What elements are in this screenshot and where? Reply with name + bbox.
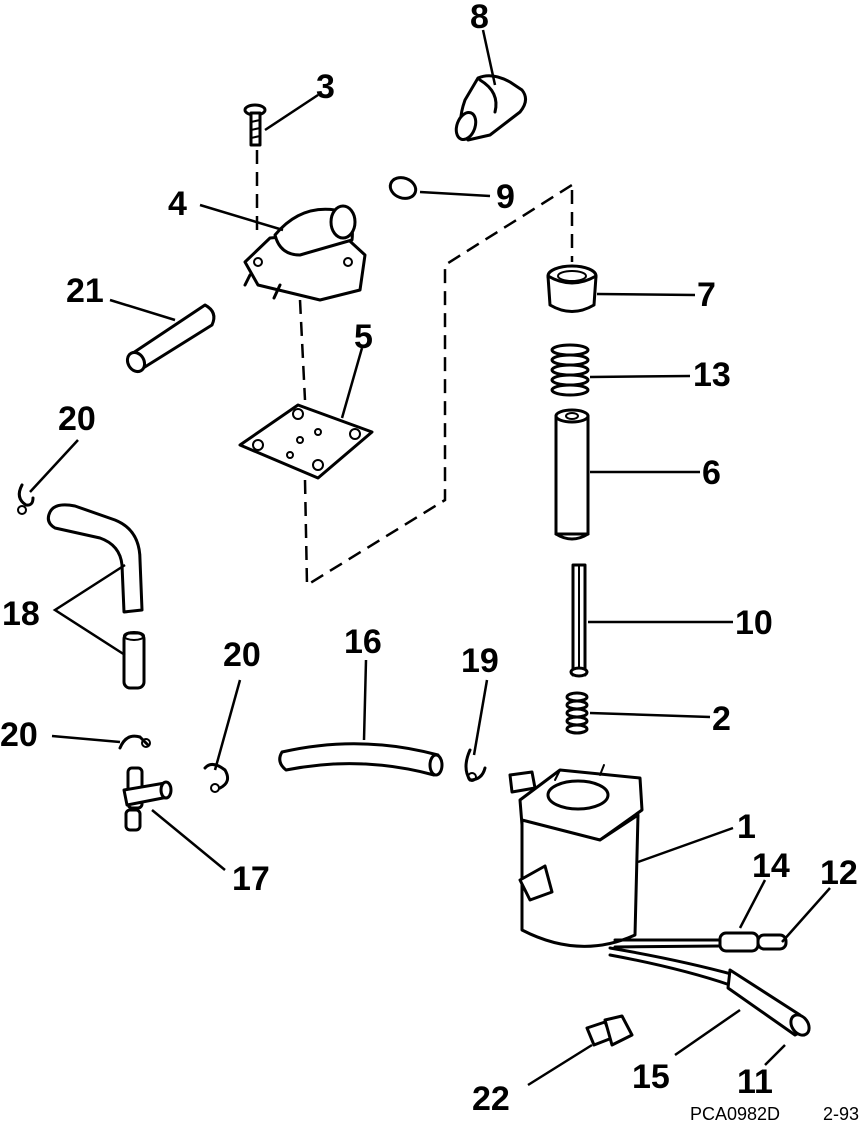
callout-22: 22 bbox=[472, 1080, 510, 1118]
callout-1: 1 bbox=[737, 808, 756, 846]
callout-14: 14 bbox=[752, 847, 790, 885]
part-spring-lower bbox=[565, 691, 589, 735]
callout-7: 7 bbox=[697, 276, 716, 314]
part-cylinder bbox=[554, 408, 590, 541]
part-pump-body bbox=[508, 764, 644, 948]
callout-16: 16 bbox=[344, 623, 382, 661]
part-screw bbox=[243, 103, 267, 147]
callout-6: 6 bbox=[702, 454, 721, 492]
callout-20-middle: 20 bbox=[223, 636, 261, 674]
callout-18: 18 bbox=[2, 595, 40, 633]
figure-code: PCA0982D bbox=[690, 1104, 780, 1124]
callout-13: 13 bbox=[693, 356, 731, 394]
callout-19: 19 bbox=[461, 642, 499, 680]
figure-footer: PCA0982D 2-93 bbox=[690, 1104, 859, 1124]
callout-4: 4 bbox=[168, 185, 187, 223]
part-gasket bbox=[238, 403, 374, 480]
callout-8: 8 bbox=[470, 0, 489, 36]
callout-5: 5 bbox=[354, 318, 373, 356]
callout-20-upper: 20 bbox=[58, 400, 96, 438]
leader-lines bbox=[29, 29, 831, 1087]
page-number: 2-93 bbox=[823, 1104, 859, 1124]
part-clip-upper bbox=[17, 483, 35, 515]
part-spring-upper bbox=[550, 343, 590, 397]
part-wire-connector-upper bbox=[613, 931, 788, 953]
part-elbow-fitting bbox=[454, 74, 527, 142]
callout-2: 2 bbox=[712, 700, 731, 738]
part-clip-left bbox=[118, 734, 151, 750]
part-tee-fitting bbox=[122, 766, 173, 832]
callout-20-left: 20 bbox=[0, 716, 38, 754]
callout-11: 11 bbox=[737, 1063, 773, 1101]
part-fuel-hose bbox=[278, 742, 444, 777]
part-o-ring bbox=[388, 176, 418, 200]
part-wire-connector-lower bbox=[608, 946, 811, 1037]
part-pump-cover bbox=[243, 204, 367, 302]
part-sleeve-nut bbox=[546, 264, 598, 313]
part-plunger-rod bbox=[569, 563, 589, 678]
part-tube bbox=[125, 303, 216, 374]
callout-17: 17 bbox=[232, 860, 270, 898]
callout-3: 3 bbox=[316, 68, 335, 106]
part-hose-elbow bbox=[46, 503, 144, 614]
part-clip-middle bbox=[203, 763, 230, 793]
callout-21: 21 bbox=[66, 272, 104, 310]
callout-9: 9 bbox=[496, 178, 515, 216]
callout-12: 12 bbox=[820, 854, 858, 892]
callout-15: 15 bbox=[632, 1058, 670, 1096]
part-drain-bolt bbox=[585, 1014, 634, 1047]
part-clip-right bbox=[464, 748, 487, 782]
callout-10: 10 bbox=[735, 604, 773, 642]
assembly-dashed-lines bbox=[255, 150, 574, 588]
part-hose-piece bbox=[122, 631, 146, 690]
